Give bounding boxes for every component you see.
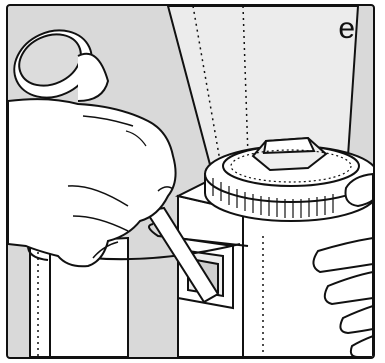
illustration-frame: e: [6, 4, 375, 359]
grinder-illustration: [8, 6, 373, 357]
hand-icon: [8, 99, 176, 266]
step-label: e: [338, 12, 355, 46]
